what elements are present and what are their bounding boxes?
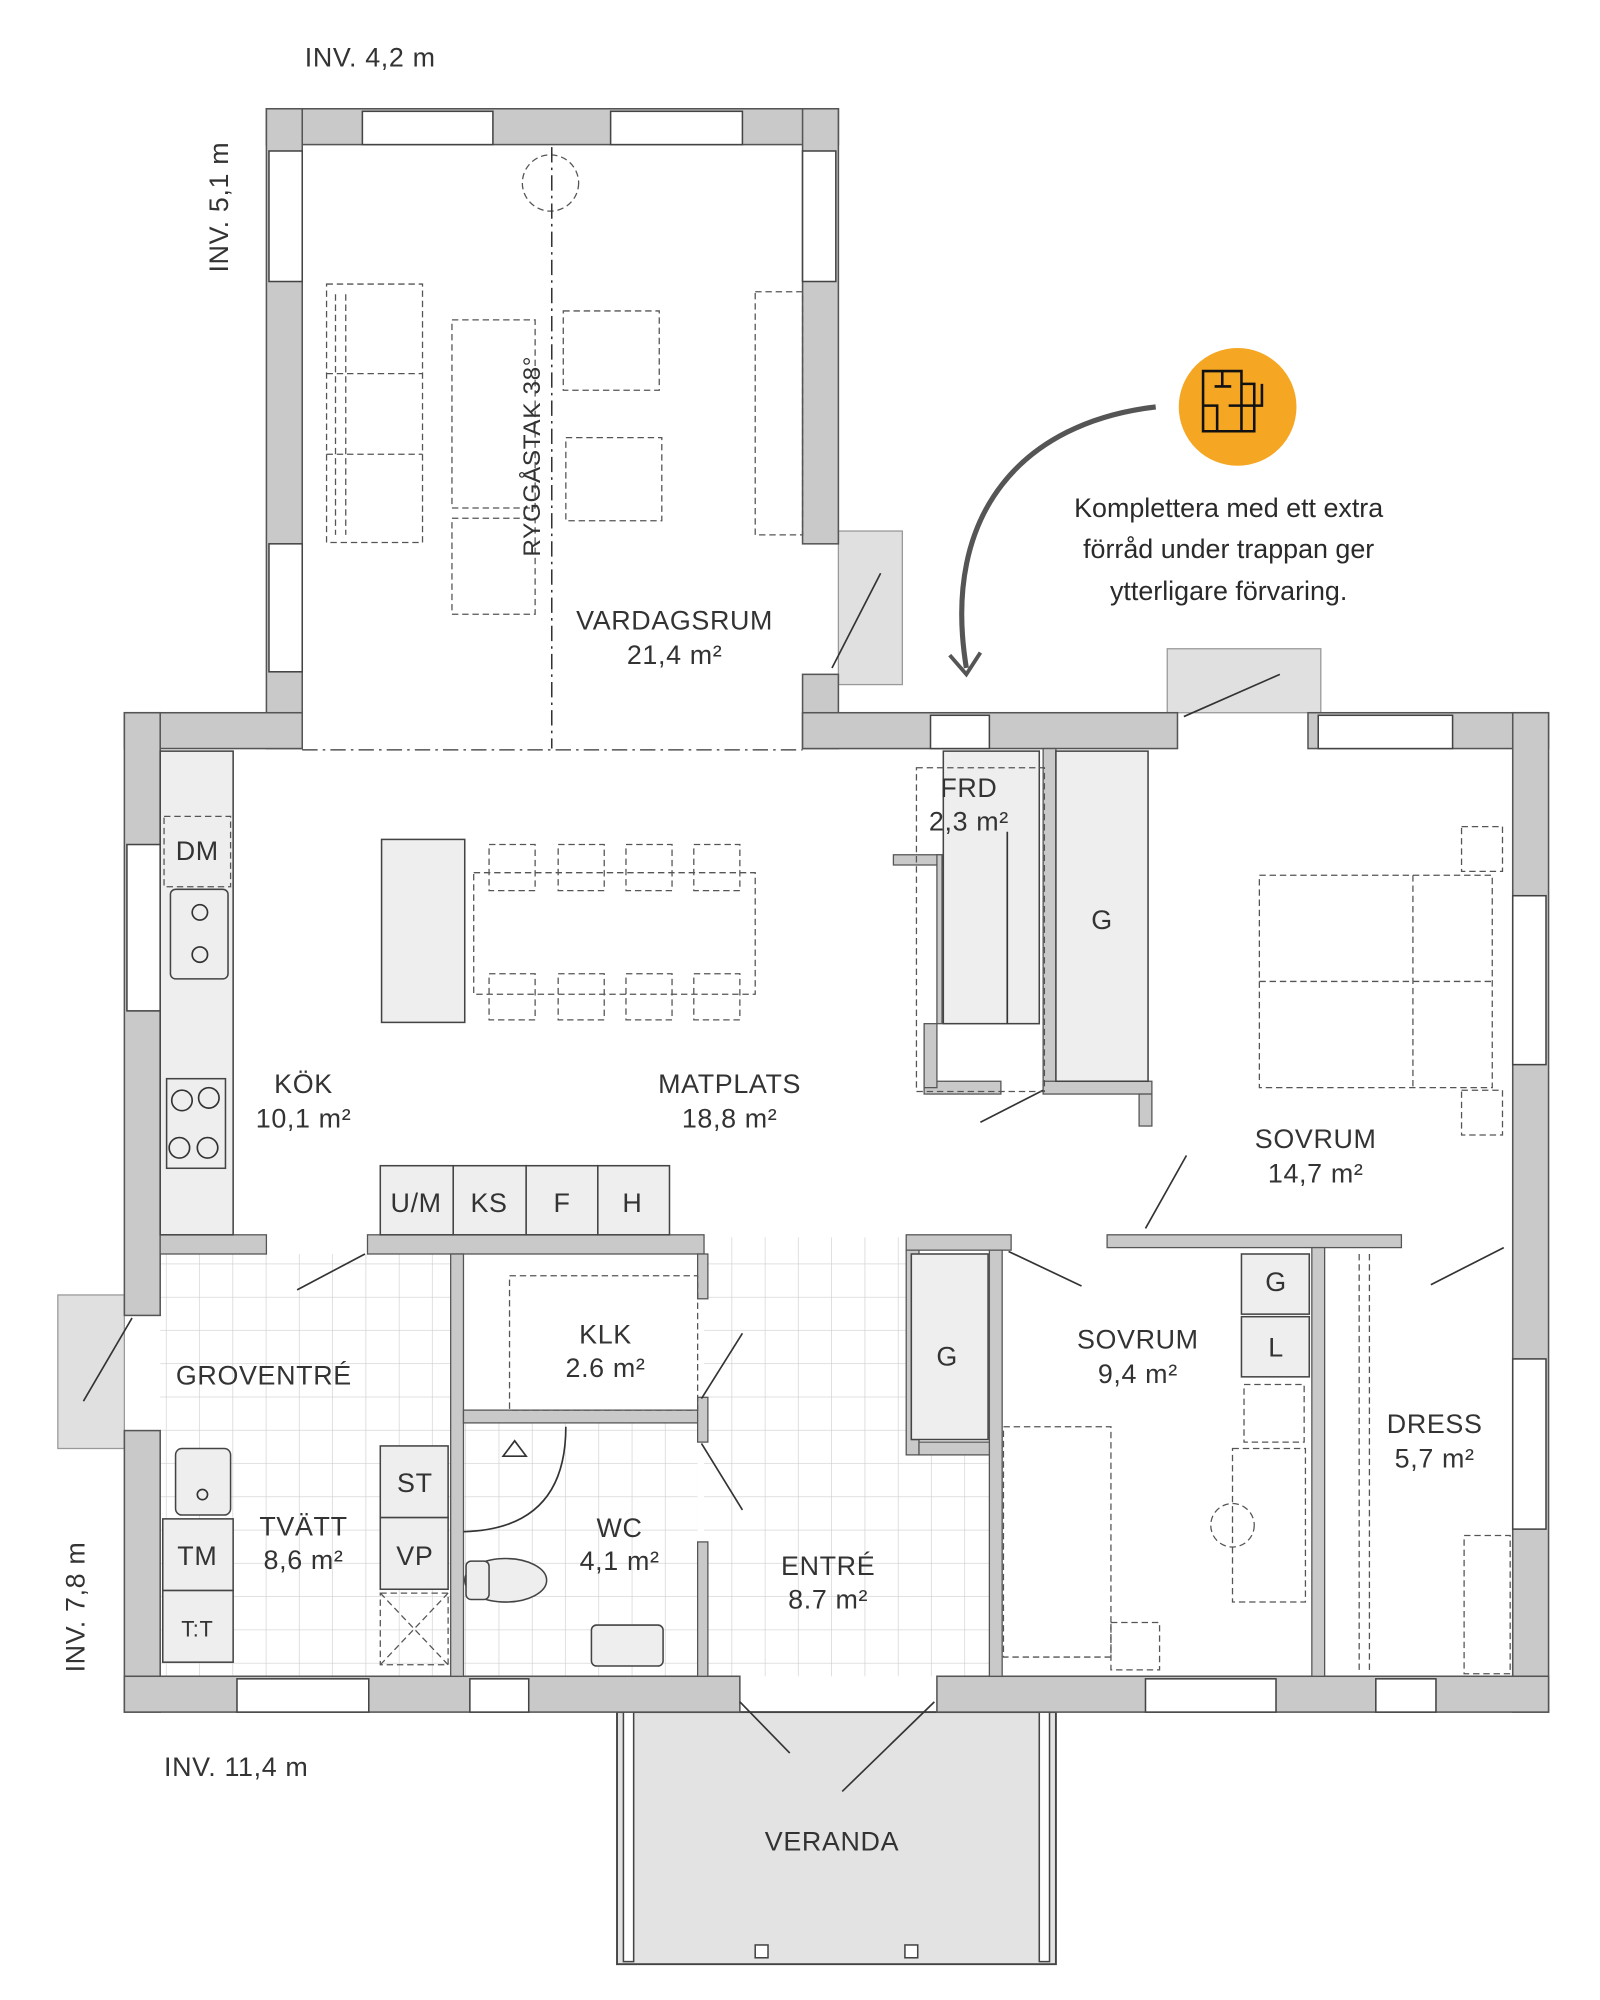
wardrobe-entre	[910, 1253, 989, 1441]
entre-floor	[704, 1237, 907, 1677]
label-g-entre: G	[936, 1341, 958, 1371]
wc-sink-icon	[590, 1624, 664, 1667]
room-groventre: GROVENTRÉ	[176, 1361, 352, 1391]
area-wc: 4,1 m²	[580, 1546, 660, 1576]
room-dress: DRESS	[1387, 1409, 1483, 1439]
room-vardagsrum: VARDAGSRUM	[576, 606, 773, 636]
sink-icon	[169, 888, 229, 980]
callout-text-3: ytterligare förvaring.	[1110, 576, 1347, 606]
label-g-sovrum: G	[1265, 1267, 1287, 1297]
area-frd: 2,3 m²	[929, 806, 1009, 836]
label-f: F	[553, 1188, 570, 1218]
area-vardagsrum: 21,4 m²	[627, 640, 723, 670]
callout-arrow	[959, 404, 1157, 669]
step-vardagsrum	[837, 530, 904, 686]
exterior-walls	[123, 107, 1550, 1713]
label-tt: T:T	[181, 1617, 213, 1642]
label-vp: VP	[396, 1541, 433, 1571]
room-wc: WC	[597, 1513, 643, 1543]
area-kok: 10,1 m²	[256, 1103, 352, 1133]
area-matplats: 18,8 m²	[682, 1103, 778, 1133]
room-sovrum-1: SOVRUM	[1255, 1124, 1377, 1154]
floorplan-icon	[1178, 348, 1297, 466]
label-tm: TM	[177, 1541, 217, 1571]
room-frd: FRD	[940, 773, 997, 803]
appliance-row	[379, 1164, 671, 1236]
area-tvatt: 8,6 m²	[264, 1545, 344, 1575]
room-matplats: MATPLATS	[658, 1069, 801, 1099]
area-sovrum-1: 14,7 m²	[1268, 1158, 1364, 1188]
wardrobe-hall	[1055, 750, 1149, 1083]
label-ks: KS	[470, 1188, 507, 1218]
label-um: U/M	[391, 1188, 442, 1218]
area-dress: 5,7 m²	[1395, 1444, 1475, 1474]
wardrobe-sovrum-l	[1240, 1315, 1311, 1378]
roof-note: RYGGÅSTAK 38°	[518, 356, 546, 557]
dim-side: INV. 7,8 m	[61, 1542, 91, 1673]
label-st: ST	[397, 1468, 433, 1498]
kitchen-island	[380, 838, 466, 1024]
fixture-labels: DM G G G L U/M KS F H ST VP TM T:T	[176, 836, 1287, 1642]
room-veranda: VERANDA	[765, 1826, 899, 1856]
step-sovrum	[1166, 648, 1322, 714]
dryer	[161, 1589, 234, 1663]
callout-text-2: förråd under trappan ger	[1083, 534, 1374, 564]
room-kok: KÖK	[274, 1069, 333, 1099]
room-sovrum-2: SOVRUM	[1077, 1325, 1199, 1355]
area-entre: 8.7 m²	[788, 1584, 868, 1614]
label-g-hall: G	[1091, 905, 1113, 935]
vp-cabinet	[379, 1516, 449, 1591]
room-tvatt: TVÄTT	[259, 1512, 347, 1542]
label-h: H	[622, 1188, 642, 1218]
wardrobe-sovrum-g	[1240, 1253, 1311, 1315]
bedroom-furniture	[1002, 825, 1511, 1675]
label-dm: DM	[176, 836, 219, 866]
doors	[82, 572, 1505, 1793]
area-klk: 2.6 m²	[566, 1353, 646, 1383]
dim-bottom: INV. 11,4 m	[164, 1752, 308, 1782]
dim-left: INV. 5,1 m	[204, 142, 234, 273]
label-l-sovrum: L	[1268, 1332, 1284, 1362]
room-klk: KLK	[579, 1320, 632, 1350]
room-labels: VARDAGSRUM 21,4 m² KÖK 10,1 m² MATPLATS …	[176, 606, 1483, 1857]
area-sovrum-2: 9,4 m²	[1098, 1359, 1178, 1389]
living-furniture	[302, 147, 804, 751]
step-groventre	[57, 1294, 126, 1450]
laundry-sink-icon	[174, 1447, 232, 1516]
veranda	[616, 1711, 1057, 1966]
interior-walls	[159, 747, 1403, 1677]
room-entre: ENTRÉ	[781, 1551, 875, 1581]
entre-floor-2	[906, 1454, 990, 1677]
callout-text-1: Komplettera med ett extra	[1074, 493, 1383, 523]
dim-top: INV. 4,2 m	[305, 43, 436, 73]
dining-table	[473, 843, 756, 1021]
